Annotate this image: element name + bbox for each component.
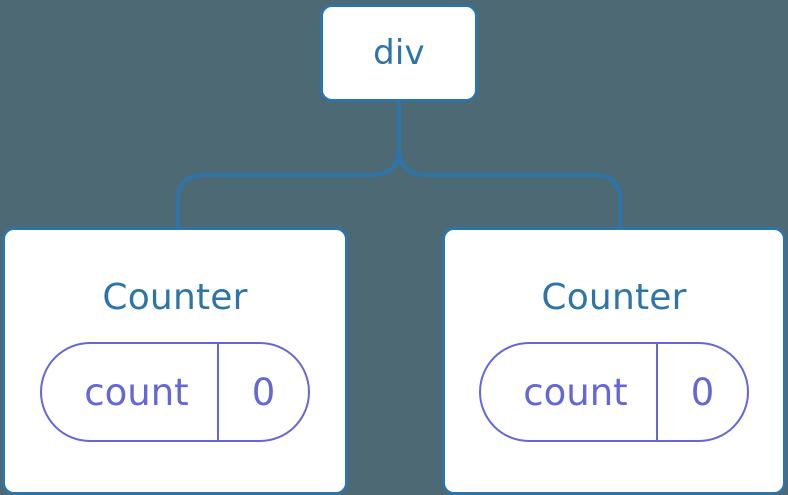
node-div[interactable]: div [320,4,478,102]
state-key-counter-1: count [84,370,189,414]
node-counter-1-label: Counter [102,277,248,318]
state-value-counter-1: 0 [217,344,308,440]
node-counter-2[interactable]: Counter count 0 [442,227,786,495]
state-pill-counter-1[interactable]: count 0 [40,342,310,442]
node-counter-1[interactable]: Counter count 0 [2,227,348,495]
node-div-label: div [373,33,425,73]
connector-path-left [176,99,401,233]
state-key-counter-2: count [523,370,628,414]
node-counter-2-label: Counter [541,277,687,318]
state-pill-counter-2[interactable]: count 0 [479,342,749,442]
connector-path-right [397,99,622,233]
state-value-counter-2: 0 [656,344,747,440]
